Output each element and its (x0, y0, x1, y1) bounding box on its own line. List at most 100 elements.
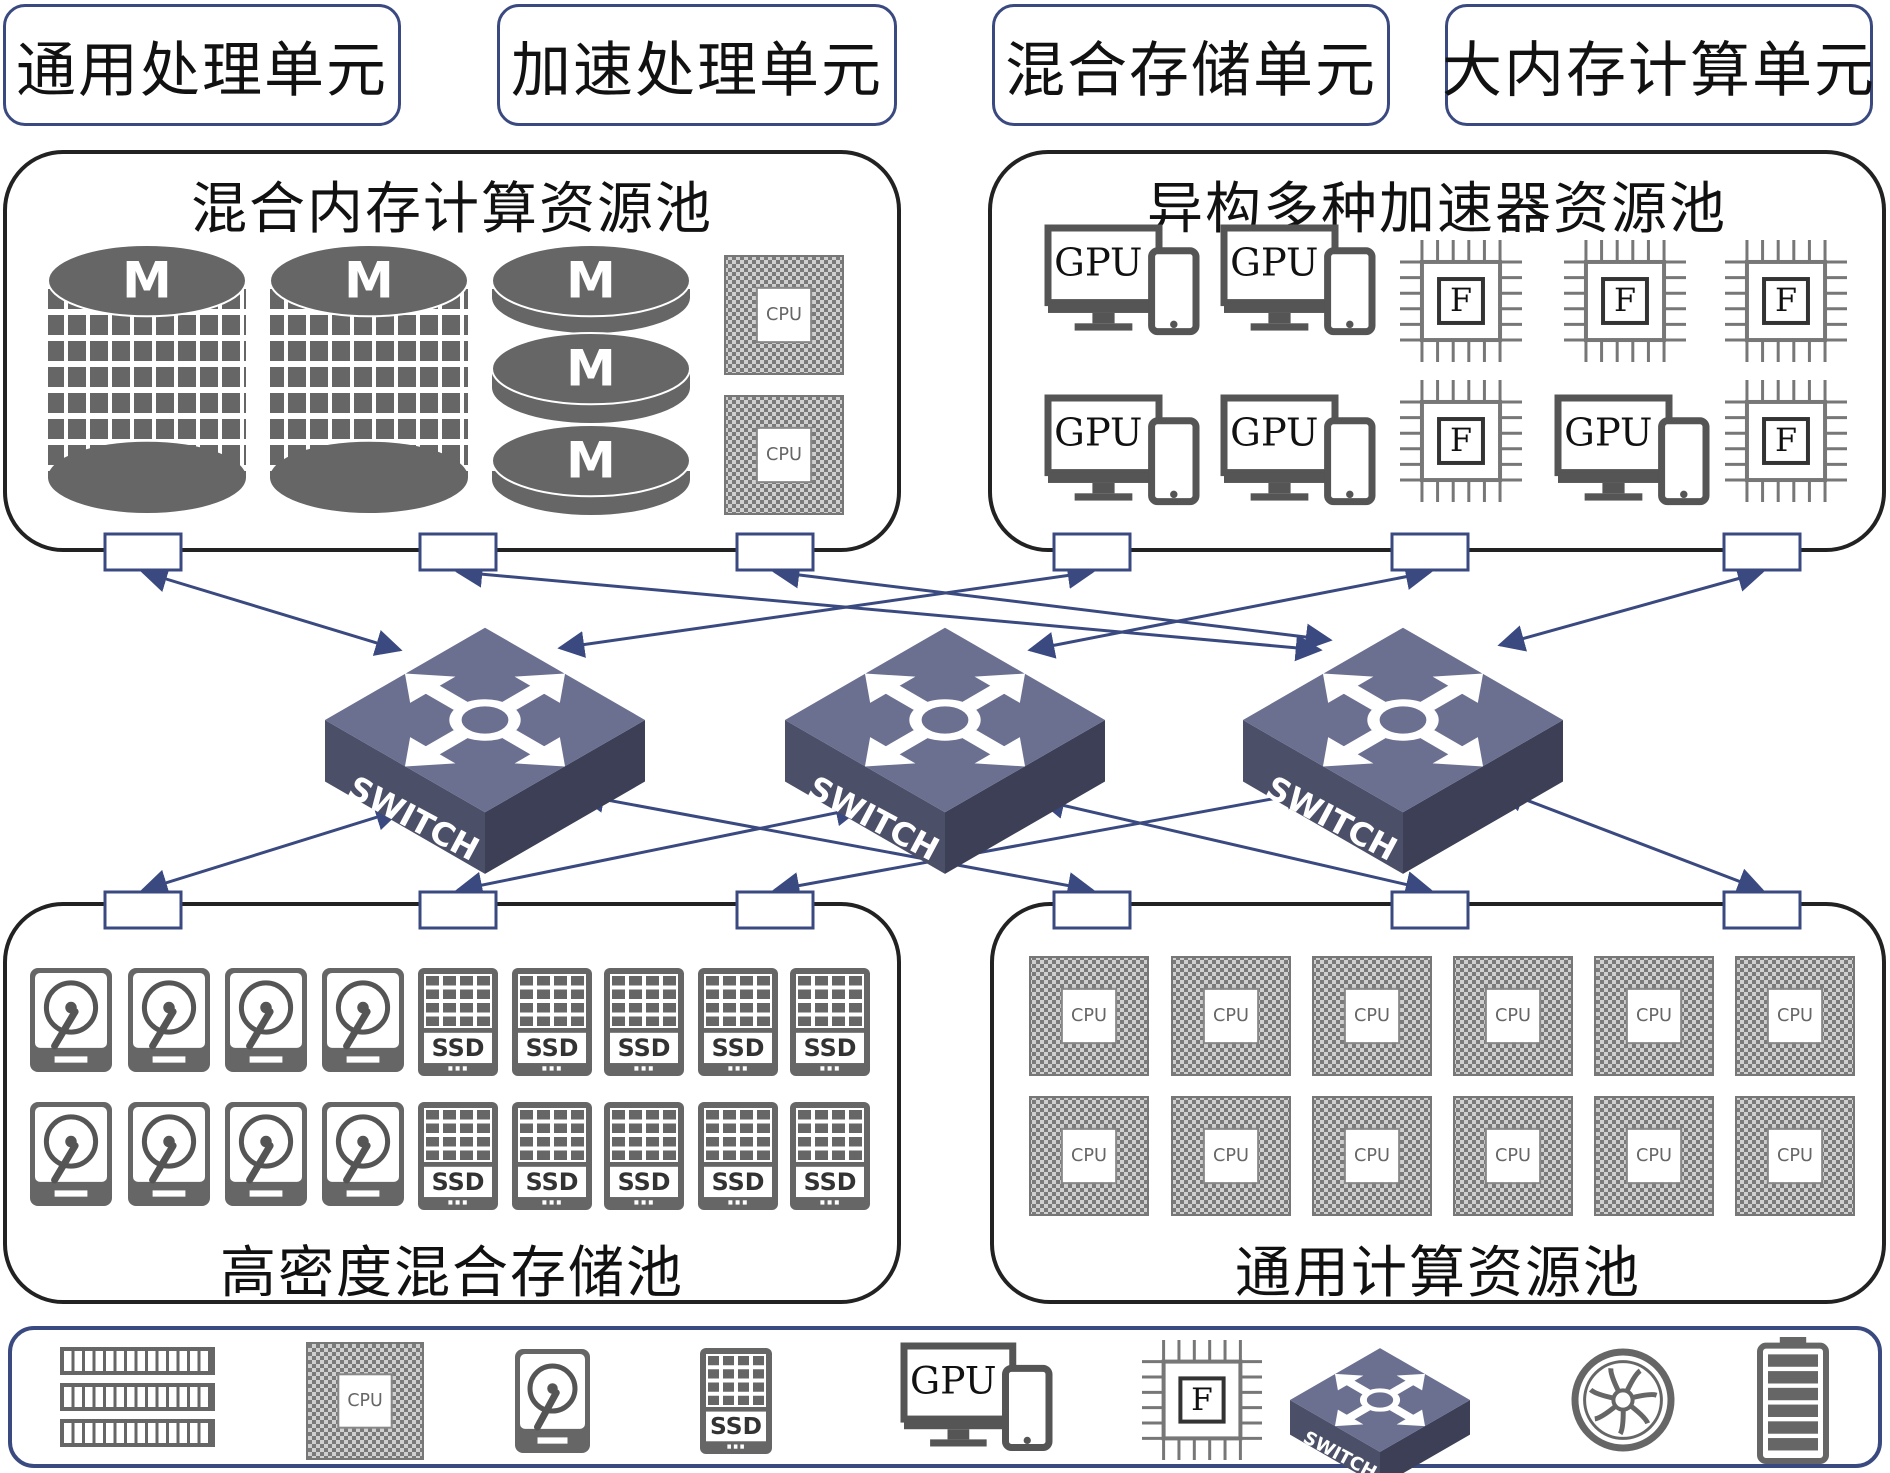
network-switch-icon: SWITCH (325, 627, 645, 874)
connection-arrow (577, 786, 1095, 899)
hard-disk-icon (128, 968, 210, 1072)
gpu-workstation-icon: GPU (1554, 394, 1710, 506)
svg-text:GPU: GPU (1564, 411, 1652, 456)
battery-icon (1757, 1337, 1829, 1465)
svg-text:SSD: SSD (712, 1168, 765, 1196)
svg-text:GPU: GPU (1054, 241, 1142, 286)
port-top (735, 532, 815, 572)
hard-disk-icon (30, 968, 112, 1072)
port-top (1390, 532, 1470, 572)
svg-text:SSD: SSD (432, 1034, 485, 1062)
gpu-workstation-icon: GPU (900, 1342, 1053, 1451)
memory-drum-icon: M (269, 244, 469, 513)
hard-disk-icon (225, 968, 307, 1072)
svg-text:SSD: SSD (710, 1413, 762, 1440)
cpu-chip-icon: CPU (1029, 1096, 1149, 1216)
svg-text:F: F (1775, 283, 1797, 319)
unit-label: 通用处理单元 (16, 35, 388, 106)
memory-pool-title: 混合内存计算资源池 (191, 177, 713, 242)
hard-disk-icon (30, 1102, 112, 1206)
connection-links (140, 560, 1765, 899)
svg-text:CPU: CPU (1495, 1006, 1531, 1026)
cpu-chip-icon: CPU (1171, 956, 1291, 1076)
unit-general-processing: 通用处理单元 (3, 4, 401, 126)
svg-text:F: F (1450, 423, 1472, 459)
connection-arrow (1037, 792, 1433, 898)
svg-text:SSD: SSD (712, 1034, 765, 1062)
svg-text:SSD: SSD (618, 1034, 671, 1062)
svg-text:GPU: GPU (1230, 241, 1318, 286)
hard-disk-icon (322, 968, 404, 1072)
cpu-chip-icon: CPU (1453, 1096, 1573, 1216)
ssd-icon: SSD (698, 1102, 778, 1210)
compute-pool-title: 通用计算资源池 (1235, 1241, 1641, 1306)
connection-arrow (557, 562, 1095, 658)
svg-text:CPU: CPU (1636, 1146, 1672, 1166)
gpu-workstation-icon: GPU (1220, 224, 1376, 336)
cpu-chip-icon: CPU (1594, 1096, 1714, 1216)
svg-text:CPU: CPU (1071, 1006, 1107, 1026)
svg-text:CPU: CPU (1354, 1006, 1390, 1026)
gpu-workstation-icon: GPU (1220, 394, 1376, 506)
svg-text:SSD: SSD (526, 1034, 579, 1062)
cpu-chip-icon: CPU (1594, 956, 1714, 1076)
cpu-chip-icon: CPU (1029, 956, 1149, 1076)
cpu-chip-icon: CPU (1171, 1096, 1291, 1216)
svg-text:CPU: CPU (1213, 1006, 1249, 1026)
connection-arrow (455, 560, 1323, 662)
port-bottom (735, 890, 815, 930)
svg-text:M: M (566, 252, 616, 310)
connection-arrow (140, 566, 403, 656)
svg-text:F: F (1191, 1382, 1213, 1418)
unit-label: 加速处理单元 (511, 35, 883, 106)
memory-drum-icon: M (491, 244, 691, 333)
ssd-icon: SSD (418, 968, 498, 1076)
ssd-icon: SSD (512, 1102, 592, 1210)
memory-drum-icon: M (491, 424, 691, 515)
port-bottom (1722, 890, 1802, 930)
port-layer (103, 532, 1802, 930)
fpga-chip-icon: F (1400, 380, 1522, 502)
network-switch-icon: SWITCH (1290, 1348, 1470, 1473)
memory-drum-icon: M (47, 244, 247, 513)
port-bottom (418, 890, 498, 930)
svg-text:CPU: CPU (1495, 1146, 1531, 1166)
connection-arrow (1027, 563, 1433, 659)
svg-text:SSD: SSD (804, 1034, 857, 1062)
svg-text:M: M (566, 340, 616, 398)
svg-text:SSD: SSD (804, 1168, 857, 1196)
svg-text:CPU: CPU (347, 1391, 382, 1411)
gpu-workstation-icon: GPU (1044, 394, 1200, 506)
port-top (418, 532, 498, 572)
cpu-chip-icon: CPU (1735, 956, 1855, 1076)
ram-module-icon (60, 1347, 215, 1447)
storage-pool-title: 高密度混合存储池 (220, 1241, 684, 1306)
cpu-chip-icon: CPU (1312, 956, 1432, 1076)
svg-text:CPU: CPU (766, 305, 802, 325)
connection-arrow (140, 804, 403, 896)
cpu-chip-icon: CPU (1312, 1096, 1432, 1216)
ssd-icon: SSD (604, 1102, 684, 1210)
svg-text:M: M (122, 252, 172, 310)
ssd-icon: SSD (512, 968, 592, 1076)
gpu-workstation-icon: GPU (1044, 224, 1200, 336)
network-switch-icon: SWITCH (785, 627, 1105, 874)
cpu-chip-icon: CPU (306, 1342, 424, 1460)
ssd-icon: SSD (418, 1102, 498, 1210)
hard-disk-icon (515, 1349, 590, 1453)
fpga-chip-icon: F (1564, 240, 1686, 362)
unit-large-memory-computing: 大内存计算单元 (1442, 4, 1874, 126)
cpu-chip-icon: CPU (724, 255, 844, 375)
svg-text:F: F (1614, 283, 1636, 319)
svg-text:CPU: CPU (1213, 1146, 1249, 1166)
svg-text:CPU: CPU (1636, 1006, 1672, 1026)
ssd-icon: SSD (698, 968, 778, 1076)
hard-disk-icon (225, 1102, 307, 1206)
ssd-icon: SSD (604, 968, 684, 1076)
cpu-chip-icon: CPU (1735, 1096, 1855, 1216)
svg-text:CPU: CPU (1777, 1146, 1813, 1166)
svg-text:CPU: CPU (1071, 1146, 1107, 1166)
fpga-chip-icon: F (1725, 380, 1847, 502)
